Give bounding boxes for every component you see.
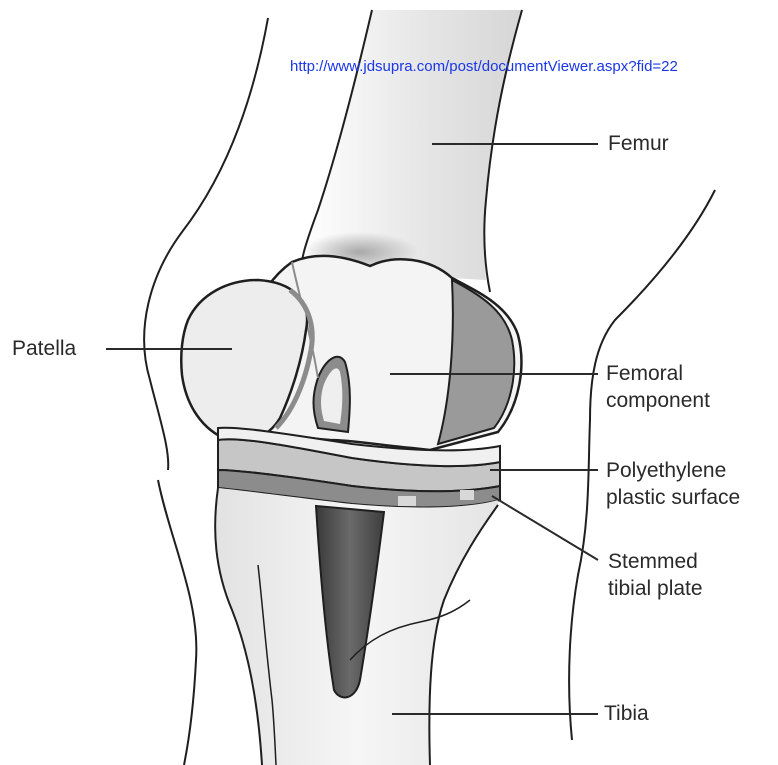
polyethylene-label: Polyethylene plastic surface	[606, 457, 740, 511]
stemmed-plate-label: Stemmed tibial plate	[608, 548, 703, 602]
polyethylene-label-line2: plastic surface	[606, 484, 740, 511]
stemmed-plate-leader	[492, 496, 598, 560]
polyethylene-label-line1: Polyethylene	[606, 457, 740, 484]
stemmed-plate-label-line2: tibial plate	[608, 575, 703, 602]
femur-label: Femur	[608, 130, 669, 157]
tibial-tray-highlight	[460, 490, 474, 500]
femoral-component-label: Femoral component	[606, 360, 710, 414]
leg-outline-left-lower	[158, 480, 196, 765]
source-url[interactable]: http://www.jdsupra.com/post/documentView…	[290, 58, 778, 75]
tibia-label: Tibia	[604, 700, 649, 727]
tibial-tray-highlight	[398, 496, 416, 506]
patella-label: Patella	[12, 335, 76, 362]
femoral-component-label-line1: Femoral	[606, 360, 710, 387]
stemmed-plate-label-line1: Stemmed	[608, 548, 703, 575]
femoral-component-label-line2: component	[606, 387, 710, 414]
